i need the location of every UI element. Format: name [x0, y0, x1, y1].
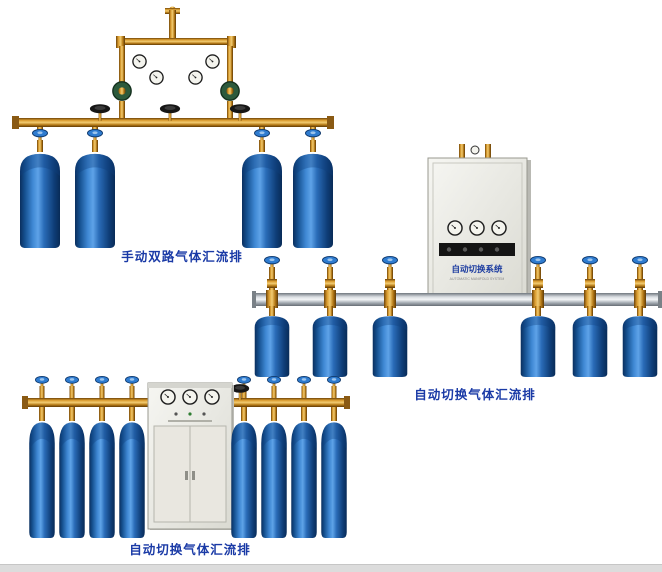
indicator-light: [188, 412, 192, 416]
gas-cylinder: [321, 422, 347, 538]
gas-cylinder: [20, 153, 60, 248]
cylinder-connection: [254, 127, 270, 152]
pressure-gauge: [469, 220, 485, 236]
door-handle: [185, 471, 188, 480]
control-cabinet: 自动切换系统 AUTOMATIC MANIFOLD SYSTEM: [427, 144, 531, 306]
pressure-gauge: [205, 54, 220, 69]
gas-cylinder: [291, 422, 317, 538]
indicator-light: [174, 412, 178, 416]
gas-cylinders: [29, 407, 347, 538]
pressure-gauge: [204, 389, 220, 405]
gas-cylinder: [119, 422, 145, 538]
gas-cylinder: [75, 153, 115, 248]
pressure-regulator: [112, 81, 132, 101]
regulator-drop-pipe: [119, 101, 125, 122]
product-caption: 手动双路气体汇流排: [121, 250, 243, 264]
cylinder-risers: [264, 256, 648, 293]
supply-header-pipe: [116, 6, 236, 84]
pressure-gauge: [160, 389, 176, 405]
pressure-gauge: [132, 54, 147, 69]
pressure-gauge: [188, 70, 203, 85]
door-handle: [192, 471, 195, 480]
gas-cylinder: [622, 316, 658, 377]
auto-switch-floor-illustration: [22, 376, 350, 538]
control-panel-strip: [439, 243, 515, 256]
auto-switch-wall-illustration: 自动切换系统 AUTOMATIC MANIFOLD SYSTEM: [252, 144, 662, 377]
gas-cylinder: [29, 422, 55, 538]
manual-dual-manifold-illustration: [12, 6, 334, 248]
gas-cylinder: [254, 316, 290, 377]
pressure-gauge: [491, 220, 507, 236]
cylinder-connection: [305, 127, 321, 152]
main-manifold-pipe: [12, 116, 334, 129]
pressure-gauge: [447, 220, 463, 236]
pressure-gauge: [149, 70, 164, 85]
indicator-light: [202, 412, 206, 416]
cabinet-sublabel: AUTOMATIC MANIFOLD SYSTEM: [450, 277, 505, 281]
main-manifold-pipe: [252, 290, 662, 308]
control-cabinet: [147, 382, 234, 530]
product-caption: 自动切换气体汇流排: [129, 543, 251, 557]
gas-cylinder: [372, 316, 408, 377]
gas-cylinder: [520, 316, 556, 377]
pressure-gauge: [182, 389, 198, 405]
cylinder-risers: [35, 376, 341, 399]
cabinet-inlet-pipe: [485, 144, 491, 158]
pressure-regulator: [220, 81, 240, 101]
cabinet-label: 自动切换系统: [451, 264, 503, 274]
page-footer-strip: [0, 564, 662, 572]
regulator-drop-pipe: [227, 101, 233, 122]
gas-cylinder: [59, 422, 85, 538]
product-caption: 自动切换气体汇流排: [414, 388, 536, 402]
gas-cylinder: [261, 422, 287, 538]
pressure-gauge: [470, 145, 480, 155]
cylinder-connection: [32, 127, 48, 152]
gas-cylinder: [572, 316, 608, 377]
gas-cylinder: [312, 316, 348, 377]
cylinder-connection: [87, 127, 103, 152]
gas-cylinder: [89, 422, 115, 538]
gas-cylinders: [254, 306, 658, 377]
cabinet-inlet-pipe: [459, 144, 465, 158]
gas-cylinder: [231, 422, 257, 538]
